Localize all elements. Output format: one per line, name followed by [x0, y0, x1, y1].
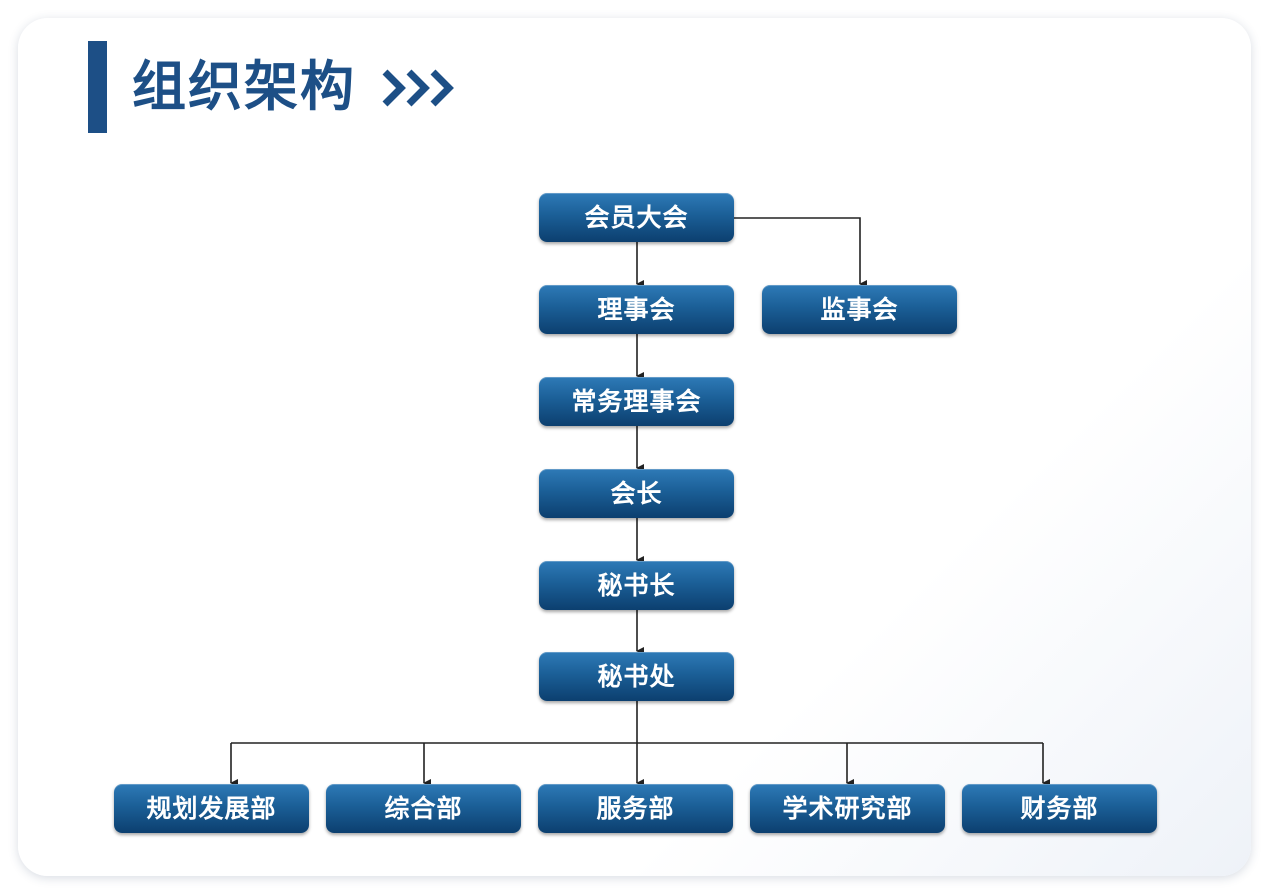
node-dept-finance: 财务部 — [962, 784, 1157, 833]
node-president: 会长 — [539, 469, 734, 518]
node-dept-research: 学术研究部 — [750, 784, 945, 833]
link-assembly-supervisory — [734, 217, 867, 288]
chevrons-right-icon — [382, 69, 454, 107]
node-standing-council: 常务理事会 — [539, 377, 734, 426]
node-dept-general: 综合部 — [326, 784, 521, 833]
node-dept-planning: 规划发展部 — [114, 784, 309, 833]
node-secretariat: 秘书处 — [539, 652, 734, 701]
node-secretary-general: 秘书长 — [539, 561, 734, 610]
node-dept-service: 服务部 — [538, 784, 733, 833]
content-card — [18, 18, 1251, 876]
title-accent-bar — [88, 41, 107, 133]
node-supervisory-board: 监事会 — [762, 285, 957, 334]
page-title: 组织架构 — [132, 55, 356, 118]
node-council: 理事会 — [539, 285, 734, 334]
node-general-assembly: 会员大会 — [539, 193, 734, 242]
